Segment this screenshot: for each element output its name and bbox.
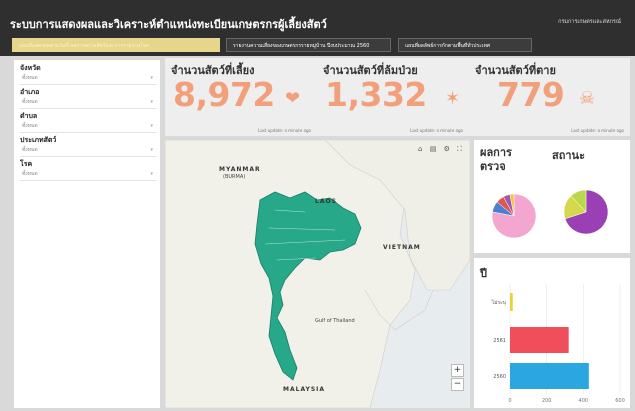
map-label-burma: (BURMA) xyxy=(223,174,246,180)
pie-charts xyxy=(491,189,609,239)
pie-slice-2[interactable] xyxy=(570,189,587,213)
filter-label: ประเภทสัตว์ xyxy=(20,136,57,144)
coastline xyxy=(364,289,434,331)
pie-panel: ผลการตรวจ สถานะ xyxy=(474,140,630,253)
kpi-title: จำนวนสัตว์ที่ล้มป่วย xyxy=(323,64,418,77)
x-tick-label-3: 600 xyxy=(615,398,625,404)
y-category-label-2: 2560 xyxy=(493,374,506,380)
filter-subdistrict: ตำบล ทั้งหมด ▾ xyxy=(20,111,156,133)
year-bar-chart: 0 200 400 600 ไม่ระบุ 2561 2560 xyxy=(491,284,625,404)
map-panel[interactable]: MYANMAR (BURMA) LAOS VIETNAM Gulf of Tha… xyxy=(165,140,470,408)
map-label-myanmar: MYANMAR xyxy=(219,166,261,173)
year-chart-title: ปี xyxy=(480,267,487,280)
filter-district: อำเภอ ทั้งหมด ▾ xyxy=(20,87,156,109)
chevron-down-icon: ▾ xyxy=(150,147,153,153)
chevron-down-icon: ▾ xyxy=(150,171,153,177)
kpi-footer: Last update: a minute ago xyxy=(258,128,311,133)
tab-map-overview[interactable]: แผนที่แสดงผลตามวันที่ ผลการตรวจสัตว์และก… xyxy=(12,38,220,52)
pie-test-result[interactable] xyxy=(491,193,537,239)
x-tick-label-1: 200 xyxy=(542,398,552,404)
chevron-down-icon: ▾ xyxy=(150,123,153,129)
fullscreen-icon[interactable]: ⛶ xyxy=(457,145,462,153)
kpi-value: 779 xyxy=(497,75,565,114)
x-tick-label-0: 0 xyxy=(508,398,511,404)
select-value: ทั้งหมด xyxy=(22,171,38,177)
bar-2560[interactable] xyxy=(510,363,589,389)
select-value: ทั้งหมด xyxy=(22,147,38,153)
chevron-down-icon: ▾ xyxy=(150,75,153,81)
filter-label: อำเภอ xyxy=(20,88,40,96)
kpi-dead-animals: จำนวนสัตว์ที่ตาย 779 ☠ Last update: a mi… xyxy=(469,58,630,136)
land-mass-east xyxy=(324,140,470,291)
map-toolbar: ⌂ ▤ ⚙ ⛶ xyxy=(413,145,462,154)
sick-animal-icon: ✶ xyxy=(445,88,461,109)
filter-label: โรค xyxy=(20,160,33,168)
map-label-laos: LAOS xyxy=(315,198,337,205)
filter-province: จังหวัด ทั้งหมด ▾ xyxy=(20,63,156,85)
zoom-in-button[interactable]: + xyxy=(451,364,464,377)
map-label-malaysia: MALAYSIA xyxy=(283,386,326,393)
tab-risk-report[interactable]: รายงานความเสี่ยงของเกษตรกรรายหมู่บ้าน ปี… xyxy=(226,38,391,52)
pie-slice-0[interactable] xyxy=(564,189,609,235)
chevron-down-icon: ▾ xyxy=(150,99,153,105)
subdistrict-select[interactable]: ทั้งหมด ▾ xyxy=(20,121,156,133)
kpi-value: 1,332 xyxy=(325,75,427,114)
animal-type-select[interactable]: ทั้งหมด ▾ xyxy=(20,145,156,157)
kpi-title: จำนวนสัตว์ที่ตาย xyxy=(475,64,556,77)
kpi-footer: Last update: a minute ago xyxy=(410,128,463,133)
select-value: ทั้งหมด xyxy=(22,99,38,105)
y-category-label-1: 2561 xyxy=(493,338,506,344)
dashboard-content: จังหวัด ทั้งหมด ▾ อำเภอ ทั้งหมด ▾ ตำบล ทั้… xyxy=(0,56,635,411)
kpi-title: จำนวนสัตว์ที่เลี้ยง xyxy=(171,64,255,77)
tab-quarantine-map[interactable]: แผนที่ผลลัพธ์การกักตามพื้นที่ทั่วประเทศ xyxy=(398,38,532,52)
skull-icon: ☠ xyxy=(579,88,596,109)
filter-disease: โรค ทั้งหมด ▾ xyxy=(20,159,156,181)
filter-label: จังหวัด xyxy=(20,64,41,72)
province-borders xyxy=(264,209,346,261)
test-result-title: ผลการตรวจ xyxy=(480,146,512,173)
province-select[interactable]: ทั้งหมด ▾ xyxy=(20,73,156,85)
app-header: ระบบการแสดงผลและวิเคราะห์ตำแหน่งทะเบียนเ… xyxy=(0,0,635,56)
heart-icon: ❤ xyxy=(285,88,301,109)
status-title: สถานะ xyxy=(552,149,585,162)
kpi-footer: Last update: a minute ago xyxy=(571,128,624,133)
settings-icon[interactable]: ⚙ xyxy=(443,145,450,153)
year-bar-panel: ปี 0 200 400 600 ไม่ระบุ 2561 2560 xyxy=(474,258,630,408)
kpi-raised-animals: จำนวนสัตว์ที่เลี้ยง 8,972 ❤ Last update:… xyxy=(165,58,317,136)
pie-slice-4[interactable] xyxy=(509,193,515,217)
select-value: ทั้งหมด xyxy=(22,75,38,81)
bar-2561[interactable] xyxy=(510,327,569,353)
map-label-vietnam: VIETNAM xyxy=(383,244,421,251)
home-icon[interactable]: ⌂ xyxy=(418,145,423,153)
y-category-label-0: ไม่ระบุ xyxy=(491,299,506,306)
thailand-region[interactable] xyxy=(254,191,362,381)
disease-select[interactable]: ทั้งหมด ▾ xyxy=(20,169,156,181)
district-select[interactable]: ทั้งหมด ▾ xyxy=(20,97,156,109)
filter-sidebar: จังหวัด ทั้งหมด ▾ อำเภอ ทั้งหมด ▾ ตำบล ทั้… xyxy=(14,60,160,408)
bar-ไม่ระบุ[interactable] xyxy=(510,293,513,311)
select-value: ทั้งหมด xyxy=(22,123,38,129)
layers-icon[interactable]: ▤ xyxy=(429,145,437,153)
x-tick-label-2: 400 xyxy=(579,398,589,404)
app-title: ระบบการแสดงผลและวิเคราะห์ตำแหน่งทะเบียนเ… xyxy=(10,18,327,31)
kpi-sick-animals: จำนวนสัตว์ที่ล้มป่วย 1,332 ✶ Last update… xyxy=(317,58,469,136)
header-org-link[interactable]: กรมการเกษตรและสหกรณ์ xyxy=(558,19,621,25)
filter-animal-type: ประเภทสัตว์ ทั้งหมด ▾ xyxy=(20,135,156,157)
kpi-value: 8,972 xyxy=(173,75,275,114)
map-label-gulf: Gulf of Thailand xyxy=(315,318,355,324)
filter-label: ตำบล xyxy=(20,112,38,120)
map-canvas[interactable] xyxy=(165,140,470,408)
pie-status[interactable] xyxy=(563,189,609,235)
zoom-out-button[interactable]: − xyxy=(451,378,464,391)
